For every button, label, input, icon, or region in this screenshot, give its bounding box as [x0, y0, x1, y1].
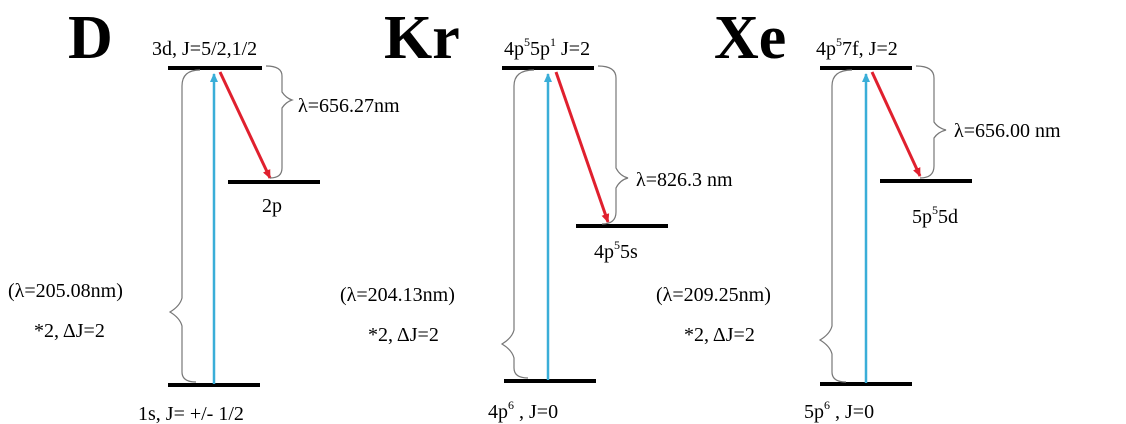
excitation-wavelength-kr: (λ=204.13nm) [340, 284, 455, 306]
upper-level-label-kr: 4p55p1 J=2 [504, 35, 590, 60]
process-label-kr: *2, ΔJ=2 [368, 324, 439, 346]
mid-level-label-d: 2p [262, 195, 282, 217]
element-label-kr: Kr [384, 4, 460, 72]
config-core: 4p [816, 38, 836, 60]
config-superscript: 1 [550, 35, 556, 49]
emission-brace-kr [597, 65, 629, 225]
element-label-d: D [68, 4, 113, 72]
panel-kr: Kr 4p55p1 J=2 λ=826.3 nm (λ=204.13nm) *2… [340, 4, 733, 423]
emission-arrow-kr [554, 71, 610, 223]
emission-arrow-d [218, 71, 272, 179]
config-superscript: 6 [824, 398, 830, 412]
config-orbital: 5d [938, 206, 958, 228]
element-label-xe: Xe [714, 4, 786, 72]
lower-level-label-kr: 4p6 , J=0 [488, 398, 558, 423]
config-core: 5p [804, 401, 824, 423]
panel-xe: Xe 4p57f, J=2 λ=656.00 nm (λ=209.25nm) *… [656, 4, 1061, 423]
config-core: 5p [912, 206, 932, 228]
excitation-brace-d [168, 69, 201, 383]
config-core: 4p [504, 38, 524, 60]
config-orbital: 5s [620, 241, 638, 263]
config-core: 4p [594, 241, 614, 263]
mid-level-label-xe: 5p55d [912, 203, 958, 228]
config-superscript: 5 [932, 203, 938, 217]
excitation-brace-kr [500, 69, 535, 379]
panel-d: D 3d, J=5/2,1/2 λ=656.27nm (λ=205.08nm) … [8, 4, 400, 424]
config-orbital: 5p [530, 38, 550, 60]
emission-wavelength-kr: λ=826.3 nm [636, 169, 733, 191]
config-core: 4p [488, 401, 508, 423]
config-superscript: 5 [614, 238, 620, 252]
config-superscript: 5 [524, 35, 530, 49]
excitation-wavelength-xe: (λ=209.25nm) [656, 284, 771, 306]
emission-brace-d [265, 65, 294, 179]
process-label-xe: *2, ΔJ=2 [684, 324, 755, 346]
lower-level-label-d: 1s, J= +/- 1/2 [138, 403, 244, 424]
excitation-brace-xe [818, 69, 853, 383]
excitation-wavelength-d: (λ=205.08nm) [8, 280, 123, 302]
emission-arrow-xe [870, 71, 922, 177]
emission-wavelength-xe: λ=656.00 nm [954, 120, 1061, 142]
config-superscript: 5 [836, 35, 842, 49]
emission-brace-xe [915, 65, 947, 179]
process-label-d: *2, ΔJ=2 [34, 320, 105, 342]
emission-wavelength-d: λ=656.27nm [298, 95, 400, 117]
config-suffix: , J=0 [830, 401, 874, 423]
config-suffix: J=2 [556, 38, 590, 60]
upper-level-label-xe: 4p57f, J=2 [816, 35, 898, 60]
config-suffix: , J=0 [514, 401, 558, 423]
upper-level-label-d: 3d, J=5/2,1/2 [152, 38, 257, 60]
config-superscript: 6 [508, 398, 514, 412]
mid-level-label-kr: 4p55s [594, 238, 638, 263]
config-suffix: 7f, J=2 [842, 38, 898, 60]
lower-level-label-xe: 5p6 , J=0 [804, 398, 874, 423]
